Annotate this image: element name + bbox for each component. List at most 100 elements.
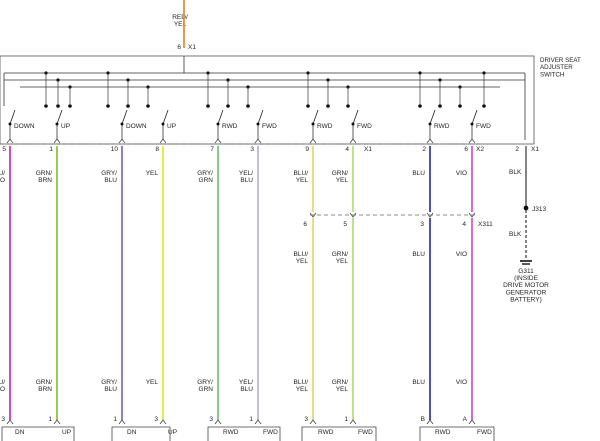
switch-blade (352, 109, 359, 125)
mid-connector-chevron (468, 212, 476, 218)
switch-terminal-chevron (309, 138, 317, 144)
terminal-label: DN (15, 429, 25, 436)
wire-pin-top: 9 (305, 146, 309, 153)
wire-pin-bottom: 3 (1, 416, 5, 423)
switch-contact-dot (246, 104, 250, 108)
wire-0: 5BLU/VIOBLU/VIO3DN (0, 146, 25, 436)
switch-contact-dot (126, 104, 130, 108)
terminal-chevron (468, 419, 476, 425)
switch-pivot-dot (256, 122, 260, 126)
terminal-chevron (426, 419, 434, 425)
terminal-chevron (159, 419, 167, 425)
wire-pin-top: 8 (155, 146, 159, 153)
switch-blade (121, 109, 128, 125)
wire-bottom-label: GRN/YEL (332, 379, 349, 393)
switch-contact-dot (206, 104, 210, 108)
switch-contact-dot (438, 104, 442, 108)
switch-contact-dot (418, 104, 422, 108)
wire-pin-bottom: A (463, 416, 468, 423)
switch-pivot-dot (161, 122, 165, 126)
switch-pivot-dot (351, 122, 355, 126)
wire-mid-pin: 5 (343, 221, 347, 228)
wire-pin-top: 7 (210, 146, 214, 153)
switch-position-label: UP (167, 123, 176, 130)
switch-blade (429, 109, 436, 125)
switch-pivot-dot (55, 122, 59, 126)
wire-pin-top: 4 (345, 146, 349, 153)
terminal-label: FWD (263, 429, 278, 436)
mid-connector-chevron (426, 212, 434, 218)
terminal-label: DN (127, 429, 137, 436)
ground-connector: X1 (531, 146, 539, 153)
supply-circuit: RED/YEL 6 X1 (172, 0, 196, 51)
wire-bottom-label: YEL/BLU (239, 379, 253, 393)
switch-position-label: FWD (262, 123, 277, 130)
wire-pin-top: 1 (49, 146, 53, 153)
wire-mid-pin: 4 (462, 221, 466, 228)
switch-blade (162, 109, 169, 125)
wire-columns: 5BLU/VIOBLU/VIO3DN1GRN/BRNGRN/BRN1UP10GR… (0, 146, 495, 441)
wire-bottom-label: BLU/YEL (294, 379, 309, 393)
terminal-label: RWD (435, 429, 451, 436)
supply-pin: 6 (177, 44, 181, 51)
motor-connector-box (301, 426, 377, 441)
wire-top-label: GRY/GRN (197, 170, 213, 184)
wire-top-label: BLU (412, 170, 425, 177)
switch-terminal-chevron (426, 138, 434, 144)
switch-position-label: FWD (357, 123, 372, 130)
wire-bottom-label: BLU (412, 379, 425, 386)
switch-terminal-chevron (349, 138, 357, 144)
switch-contact-dot (326, 104, 330, 108)
wire-mid-label: VIO (456, 251, 467, 258)
terminal-label: RWD (223, 429, 239, 436)
terminal-chevron (118, 419, 126, 425)
switch-terminal-chevron (159, 138, 167, 144)
ground-symbol-icon (520, 260, 532, 265)
wire-top-label: GRN/BRN (36, 170, 53, 184)
wire-top-label: GRN/YEL (332, 170, 349, 184)
switch-contact-dot (482, 104, 486, 108)
wire-mid-label: GRN/YEL (332, 251, 349, 265)
switch-pivot-dot (8, 122, 12, 126)
wire-pin-top: 5 (2, 146, 6, 153)
switch-terminal-chevron (468, 138, 476, 144)
wire-pin-bottom: 3 (154, 416, 158, 423)
switch-contact-dot (106, 104, 110, 108)
wire-mid-label: BLU (412, 251, 425, 258)
switch-contact-dot (306, 104, 310, 108)
terminal-chevron (309, 419, 317, 425)
wire-mid-pin: 3 (420, 221, 424, 228)
switch-contact-dot (56, 104, 60, 108)
terminal-label: RWD (318, 429, 334, 436)
switch-position-label: UP (61, 123, 70, 130)
terminal-chevron (254, 419, 262, 425)
wire-pin-top: 2 (422, 146, 426, 153)
switch-terminal-chevron (118, 138, 126, 144)
motor-connector-box (111, 426, 171, 441)
wire-top-label: YEL/BLU (239, 170, 253, 184)
switch-connector-x1: X1 (364, 146, 372, 153)
switch-contact-dot (146, 104, 150, 108)
terminal-label: UP (168, 429, 177, 436)
wire-pin-bottom: 1 (113, 416, 117, 423)
terminal-label: UP (62, 429, 71, 436)
switch-blade (9, 109, 16, 125)
motor-connector-box (207, 426, 281, 441)
wire-pin-bottom: 1 (249, 416, 253, 423)
switch-housing (0, 55, 535, 145)
switch-pivot-dot (470, 122, 474, 126)
switch-pivot-dot (428, 122, 432, 126)
terminal-chevron (6, 419, 14, 425)
switch-position-label: DOWN (126, 123, 147, 130)
switch-position-label: RWD (434, 123, 450, 130)
